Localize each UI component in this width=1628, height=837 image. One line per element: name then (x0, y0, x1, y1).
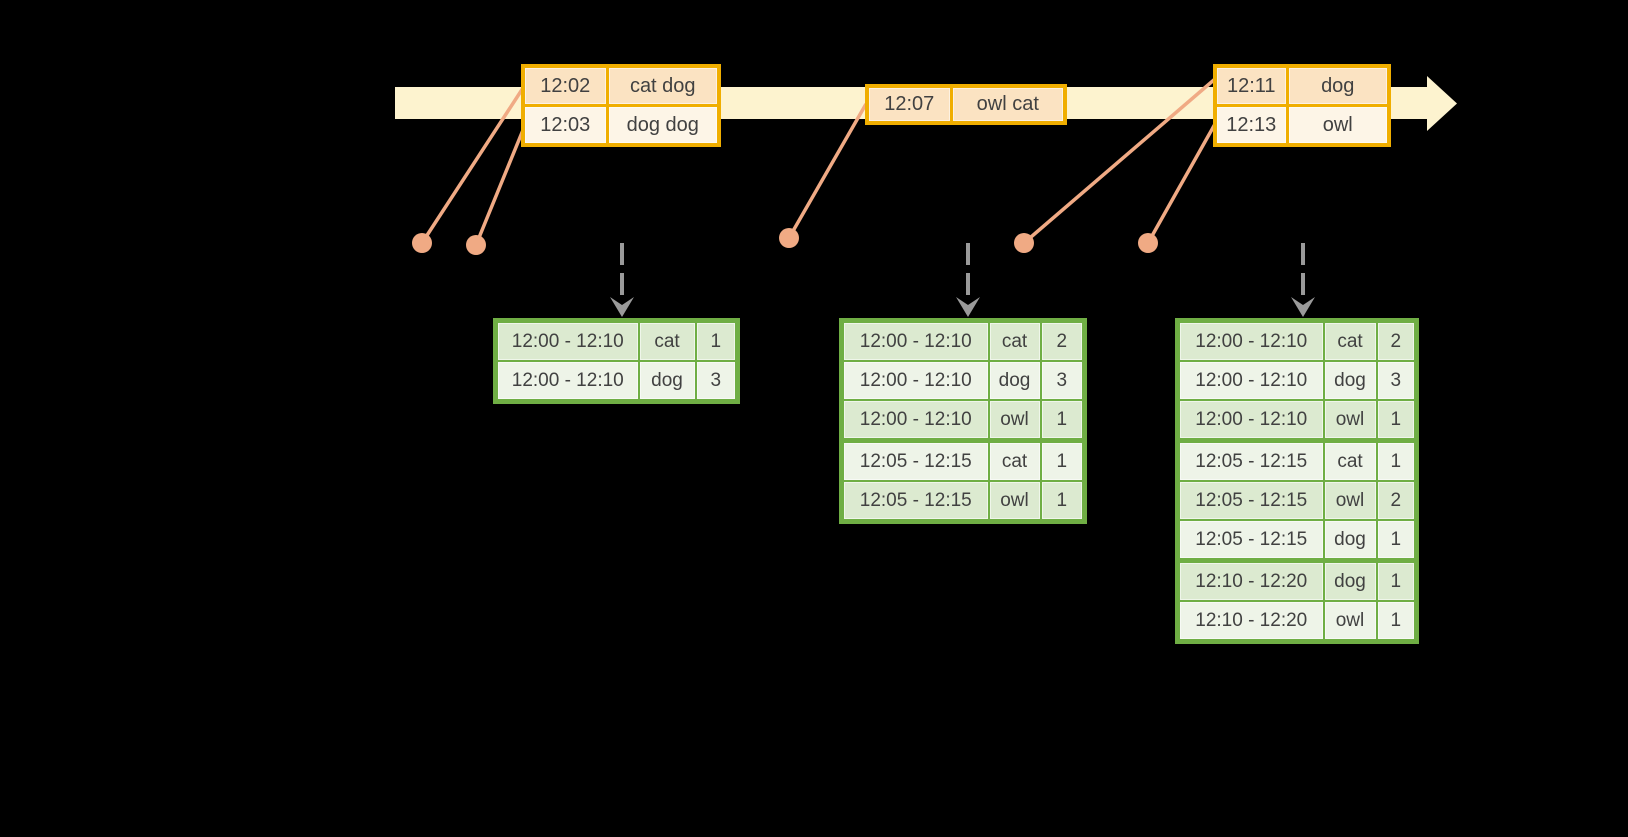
arrowhead-down-icon (1291, 297, 1315, 317)
event-dot (1138, 233, 1158, 253)
event-dot (1014, 233, 1034, 253)
cell: dog (1322, 519, 1378, 562)
cell: 12:00 - 12:10 (840, 399, 990, 442)
cell: 12:11 (1213, 64, 1289, 107)
cell: 12:03 (521, 104, 609, 147)
cell: 12:05 - 12:15 (1176, 438, 1325, 482)
cell: 3 (1375, 360, 1418, 401)
cell: 2 (1375, 480, 1418, 521)
cell: owl (987, 480, 1042, 523)
cell: cat dog (605, 64, 721, 107)
cell: owl (1322, 600, 1378, 643)
cell: 3 (694, 360, 739, 403)
cell: 1 (1375, 399, 1418, 442)
cell: 12:00 - 12:10 (494, 360, 640, 403)
cell: owl cat (949, 84, 1067, 125)
cell: 1 (1039, 438, 1086, 482)
arrowhead-down-icon (956, 297, 980, 317)
cell: 1 (1039, 399, 1086, 442)
cell: 12:00 - 12:10 (1176, 360, 1325, 401)
cell: 12:10 - 12:20 (1176, 600, 1325, 643)
cell: 12:05 - 12:15 (1176, 519, 1325, 562)
cell: owl (1285, 104, 1391, 147)
cell: dog (637, 360, 697, 403)
cell: owl (987, 399, 1042, 442)
trigger-arrow (956, 243, 980, 317)
cell: 2 (1375, 319, 1418, 362)
cell: 3 (1039, 360, 1086, 401)
event-dot (466, 235, 486, 255)
cell: owl (1322, 480, 1378, 521)
cell: 12:05 - 12:15 (1176, 480, 1325, 521)
arrowhead-down-icon (610, 297, 634, 317)
cell: dog (1285, 64, 1391, 107)
cell: cat (987, 319, 1042, 362)
cell: 1 (1375, 558, 1418, 602)
connector-line (787, 103, 868, 239)
cell: 12:00 - 12:10 (840, 360, 990, 401)
cell: 1 (694, 319, 739, 362)
cell: 12:13 (1213, 104, 1289, 147)
cell: 1 (1375, 600, 1418, 643)
trigger-arrow (1291, 243, 1315, 317)
cell: 12:07 (865, 84, 953, 125)
cell: 12:05 - 12:15 (840, 438, 990, 482)
cell: cat (1322, 319, 1378, 362)
event-dot (412, 233, 432, 253)
cell: 12:00 - 12:10 (1176, 399, 1325, 442)
cell: cat (1322, 438, 1378, 482)
cell: 12:00 - 12:10 (494, 319, 640, 362)
timeline-arrowhead-icon (1427, 76, 1457, 131)
event-dot (779, 228, 799, 248)
cell: dog (987, 360, 1042, 401)
cell: 12:05 - 12:15 (840, 480, 990, 523)
cell: 12:00 - 12:10 (840, 319, 990, 362)
cell: dog (1322, 360, 1378, 401)
cell: 1 (1375, 519, 1418, 562)
connector-line (1146, 123, 1217, 244)
cell: dog dog (605, 104, 721, 147)
cell: owl (1322, 399, 1378, 442)
cell: 12:00 - 12:10 (1176, 319, 1325, 362)
cell: 1 (1375, 438, 1418, 482)
cell: 12:10 - 12:20 (1176, 558, 1325, 602)
cell: dog (1322, 558, 1378, 602)
cell: 2 (1039, 319, 1086, 362)
connector-line (420, 87, 525, 244)
cell: cat (987, 438, 1042, 482)
cell: 1 (1039, 480, 1086, 523)
connector-line (1022, 77, 1217, 245)
connector-line (474, 129, 525, 246)
trigger-arrow (610, 243, 634, 317)
cell: 12:02 (521, 64, 609, 107)
cell: cat (637, 319, 697, 362)
